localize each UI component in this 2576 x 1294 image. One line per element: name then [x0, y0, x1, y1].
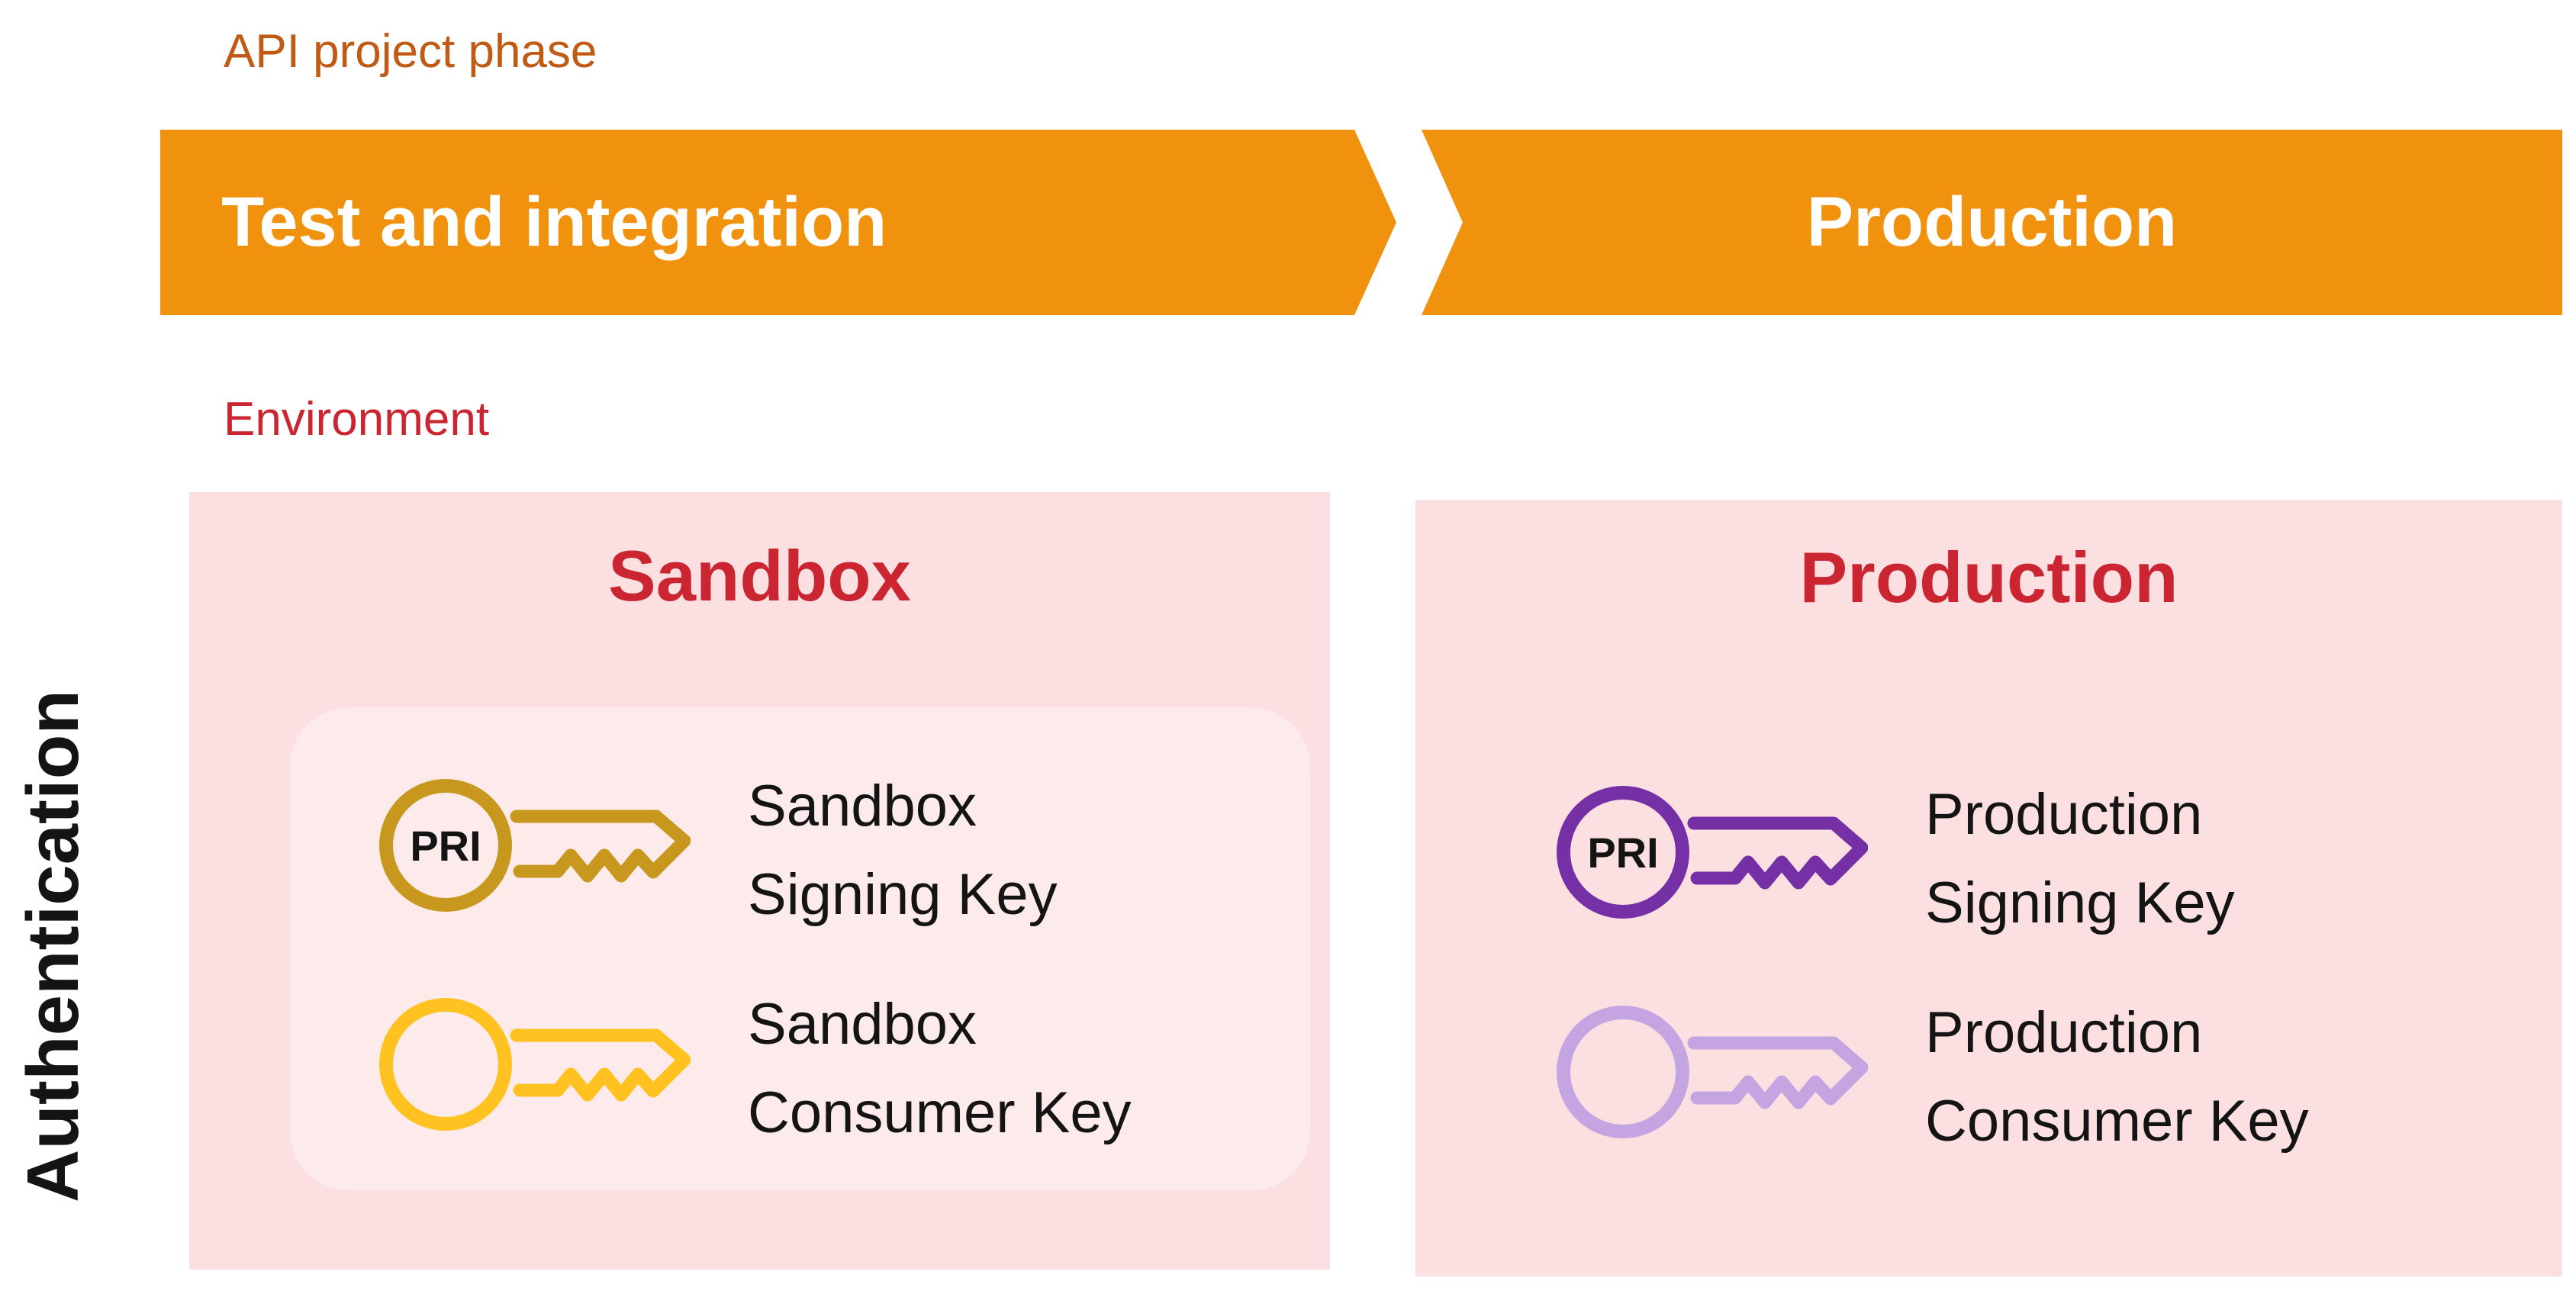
key-label-line2: Signing Key	[1925, 871, 2235, 935]
key-label-line1: Sandbox	[748, 774, 977, 839]
key-label-line2: Signing Key	[748, 862, 1058, 927]
production-consumer-key-icon	[1557, 1006, 1868, 1138]
key-ring	[1557, 786, 1689, 919]
key-label-line1: Production	[1925, 1000, 2203, 1065]
sandbox-consumer-key-icon	[379, 998, 691, 1131]
key-label-line2: Consumer Key	[748, 1080, 1132, 1145]
sandbox-signing-key-icon: PRI	[379, 779, 691, 912]
environment-axis-label: Environment	[224, 393, 490, 446]
pri-badge: PRI	[410, 822, 481, 870]
production-title: Production	[1799, 537, 2178, 617]
sandbox-signing-key-label: Sandbox Signing Key	[748, 762, 1058, 939]
sandbox-environment-box: Sandbox PRI Sandbox Signing Key Sandbox …	[189, 492, 1330, 1270]
sandbox-consumer-key-label: Sandbox Consumer Key	[748, 980, 1132, 1157]
production-signing-key-icon: PRI	[1557, 786, 1868, 919]
production-signing-key-label: Production Signing Key	[1925, 771, 2235, 948]
key-label-line2: Consumer Key	[1925, 1089, 2309, 1154]
key-ring	[1557, 1006, 1689, 1138]
production-environment-box: Production PRI Production Signing Key Pr…	[1415, 500, 2562, 1276]
phase-axis-label: API project phase	[224, 25, 597, 78]
key-ring	[379, 779, 512, 912]
phase-stage-test-label: Test and integration	[221, 183, 887, 261]
key-ring	[379, 998, 512, 1131]
authentication-axis-label: Authentication	[12, 690, 94, 1202]
key-shaft	[510, 1028, 691, 1102]
phase-stage-production-banner: Production	[1422, 130, 2562, 315]
phase-stage-test-banner: Test and integration	[160, 130, 1396, 315]
production-consumer-key-label: Production Consumer Key	[1925, 989, 2309, 1166]
key-shaft	[510, 810, 691, 883]
pri-badge: PRI	[1587, 829, 1658, 877]
key-shaft	[1687, 1036, 1868, 1109]
key-label-line1: Production	[1925, 782, 2203, 847]
key-label-line1: Sandbox	[748, 992, 977, 1057]
phase-stage-production-label: Production	[1806, 183, 2178, 261]
key-shaft	[1687, 816, 1868, 890]
sandbox-title: Sandbox	[608, 536, 911, 616]
